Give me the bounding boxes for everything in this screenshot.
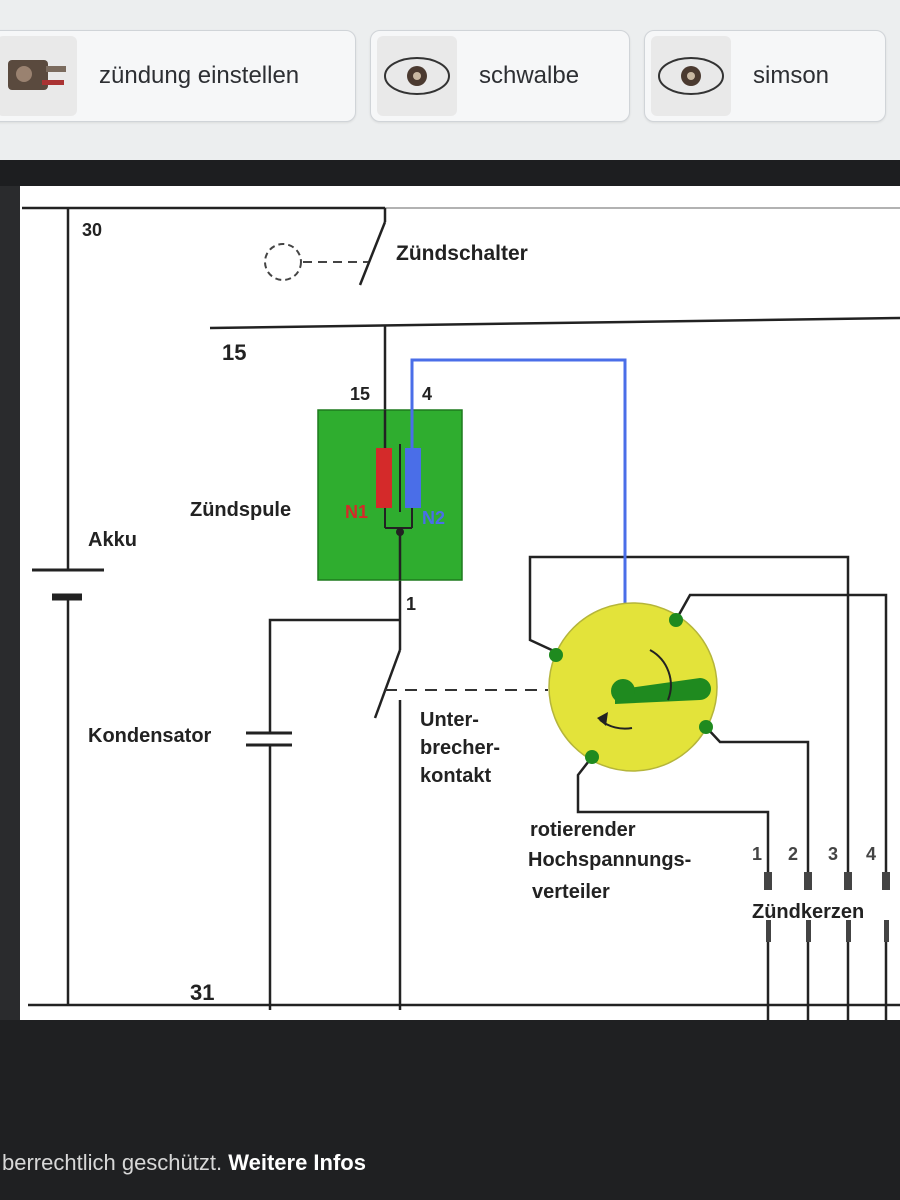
primary-winding <box>376 448 392 508</box>
chip-zuendung-einstellen[interactable]: zündung einstellen <box>0 30 356 122</box>
coil-label: Zündspule <box>190 499 291 521</box>
breaker-label-line1: Unter- <box>420 709 479 731</box>
distributor-contact <box>549 648 563 662</box>
secondary-winding <box>405 448 421 508</box>
chip-schwalbe[interactable]: schwalbe <box>370 30 630 122</box>
distributor-rotor <box>615 678 711 704</box>
terminal-15-line <box>209 316 900 330</box>
plug-3-label: 3 <box>828 844 838 864</box>
chip-label: zündung einstellen <box>99 62 300 89</box>
capacitor-label: Kondensator <box>88 725 212 747</box>
breaker-label-line2: brecher- <box>420 737 500 759</box>
coil-pin-1-label: 1 <box>406 594 416 614</box>
ignition-parts-thumbnail <box>0 36 77 116</box>
breaker-label-line3: kontakt <box>420 765 491 787</box>
spark-plugs-label: Zündkerzen <box>752 901 864 923</box>
breaker-arm <box>373 649 402 719</box>
distributor-label-line2: Hochspannungs- <box>528 849 691 871</box>
scooter-thumbnail <box>651 36 731 116</box>
distributor-contact <box>585 750 599 764</box>
chip-label: schwalbe <box>479 62 580 89</box>
distributor-label-line1: rotierender <box>530 819 636 841</box>
circuit-svg: 30 Zündschalter 15 15 4 Zündspule N1 N2 … <box>22 206 900 1025</box>
terminal-15-label: 15 <box>222 340 246 365</box>
separator-band <box>0 160 900 186</box>
plug-4-label: 4 <box>866 844 876 864</box>
ignition-circuit-diagram[interactable]: 30 Zündschalter 15 15 4 Zündspule N1 N2 … <box>20 186 900 1025</box>
related-searches-bar: zündung einstellen schwalbe simson <box>0 0 900 160</box>
scooter-thumbnail <box>377 36 457 116</box>
distributor-contact <box>699 720 713 734</box>
plug-2-label: 2 <box>788 844 798 864</box>
copyright-notice: berrechtlich geschützt. Weitere Infos <box>2 1150 366 1176</box>
more-info-link[interactable]: Weitere Infos <box>228 1150 366 1175</box>
secondary-winding-label: N2 <box>422 508 445 528</box>
chip-label: simson <box>753 62 830 89</box>
chip-simson[interactable]: simson <box>644 30 886 122</box>
terminal-30-label: 30 <box>82 220 102 240</box>
battery-label: Akku <box>88 529 137 551</box>
key-knob-icon <box>264 243 302 281</box>
distributor-label-line3: verteiler <box>532 881 610 903</box>
ignition-switch-label: Zündschalter <box>396 242 528 265</box>
plug-1-label: 1 <box>752 844 762 864</box>
terminal-31-label: 31 <box>190 980 214 1005</box>
coil-pin-15-label: 15 <box>350 384 370 404</box>
copyright-text: berrechtlich geschützt. <box>2 1150 223 1175</box>
image-viewer-footer <box>0 1020 900 1200</box>
primary-winding-label: N1 <box>345 502 368 522</box>
spark-plug-symbols <box>764 872 890 942</box>
switch-blade <box>358 221 387 286</box>
coil-pin-4-label: 4 <box>422 384 432 404</box>
distributor-contact <box>669 613 683 627</box>
